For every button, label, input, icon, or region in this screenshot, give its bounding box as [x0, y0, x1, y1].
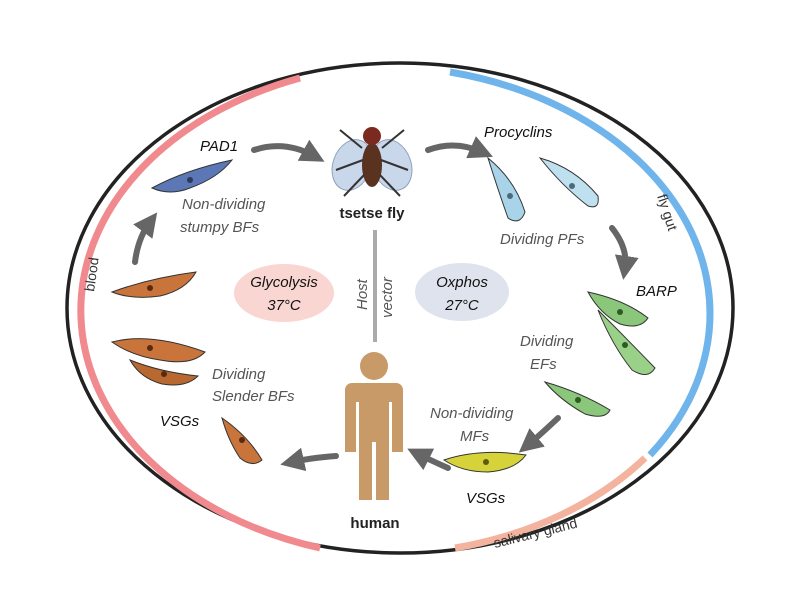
stumpy-bf-cell: [150, 159, 234, 193]
vsgs-right-label: VSGs: [466, 490, 506, 507]
arrow-pfs-to-barp: [609, 225, 639, 280]
arrow-mfs-to-human: [407, 448, 451, 471]
glycolysis-text: Glycolysis: [250, 274, 318, 291]
slender-bf-cell-4: [221, 416, 263, 464]
epimastigote-cell-3: [543, 381, 611, 417]
slender-label-line1: Dividing: [212, 366, 266, 383]
pad1-label: PAD1: [200, 138, 238, 155]
epimastigote-cell-1: [587, 291, 649, 327]
slender-bf-cell-2: [110, 338, 206, 363]
glycolysis-bubble: [234, 264, 334, 322]
metacyclic-cell: [442, 451, 527, 473]
arrow-slender-to-stumpy: [132, 212, 158, 265]
vector-label: vector: [379, 276, 396, 318]
human-label: human: [350, 515, 399, 532]
barp-label: BARP: [636, 283, 677, 300]
salivary-gland-arc: [454, 455, 648, 552]
arrow-efs-to-mfs: [518, 415, 561, 453]
fly-gut-label: fly gut: [654, 192, 681, 233]
cycle-arrows: [132, 136, 639, 472]
procyclic-cell-1: [487, 156, 526, 222]
oxphos-temp: 27°C: [444, 297, 479, 314]
efs-label-line1: Dividing: [520, 333, 574, 350]
arrow-human-to-slender: [280, 447, 339, 472]
pfs-label: Dividing PFs: [500, 231, 585, 248]
stumpy-label-line1: Non-dividing: [182, 196, 266, 213]
procyclins-label: Procyclins: [484, 124, 553, 141]
procyclic-cell-2: [538, 157, 599, 208]
slender-bf-cell-3: [128, 359, 200, 386]
mfs-label-line1: Non-dividing: [430, 405, 514, 422]
fly-gut-arc: [449, 68, 714, 458]
epimastigote-cell-2: [597, 309, 656, 375]
human-icon: [345, 352, 403, 500]
salivary-gland-label: salivary gland: [492, 515, 579, 551]
tsetse-fly-label: tsetse fly: [339, 205, 405, 222]
oxphos-text: Oxphos: [436, 274, 488, 291]
glycolysis-temp: 37°C: [267, 297, 301, 314]
slender-label-line2: Slender BFs: [212, 388, 295, 405]
host-label: Host: [354, 278, 371, 310]
vsgs-left-label: VSGs: [160, 413, 200, 430]
blood-arc: [77, 74, 321, 552]
outer-oval: [65, 61, 735, 555]
tsetse-fly-icon: [331, 127, 413, 197]
arrow-fly-to-procyclins: [425, 136, 493, 159]
efs-label-line2: EFs: [530, 356, 557, 373]
slender-bf-cell-1: [110, 271, 197, 298]
stumpy-label-line2: stumpy BFs: [180, 219, 260, 236]
blood-label: blood: [81, 256, 102, 292]
oxphos-bubble: [415, 263, 509, 321]
arrow-pad1-to-fly: [251, 139, 325, 162]
mfs-label-line2: MFs: [460, 428, 490, 445]
